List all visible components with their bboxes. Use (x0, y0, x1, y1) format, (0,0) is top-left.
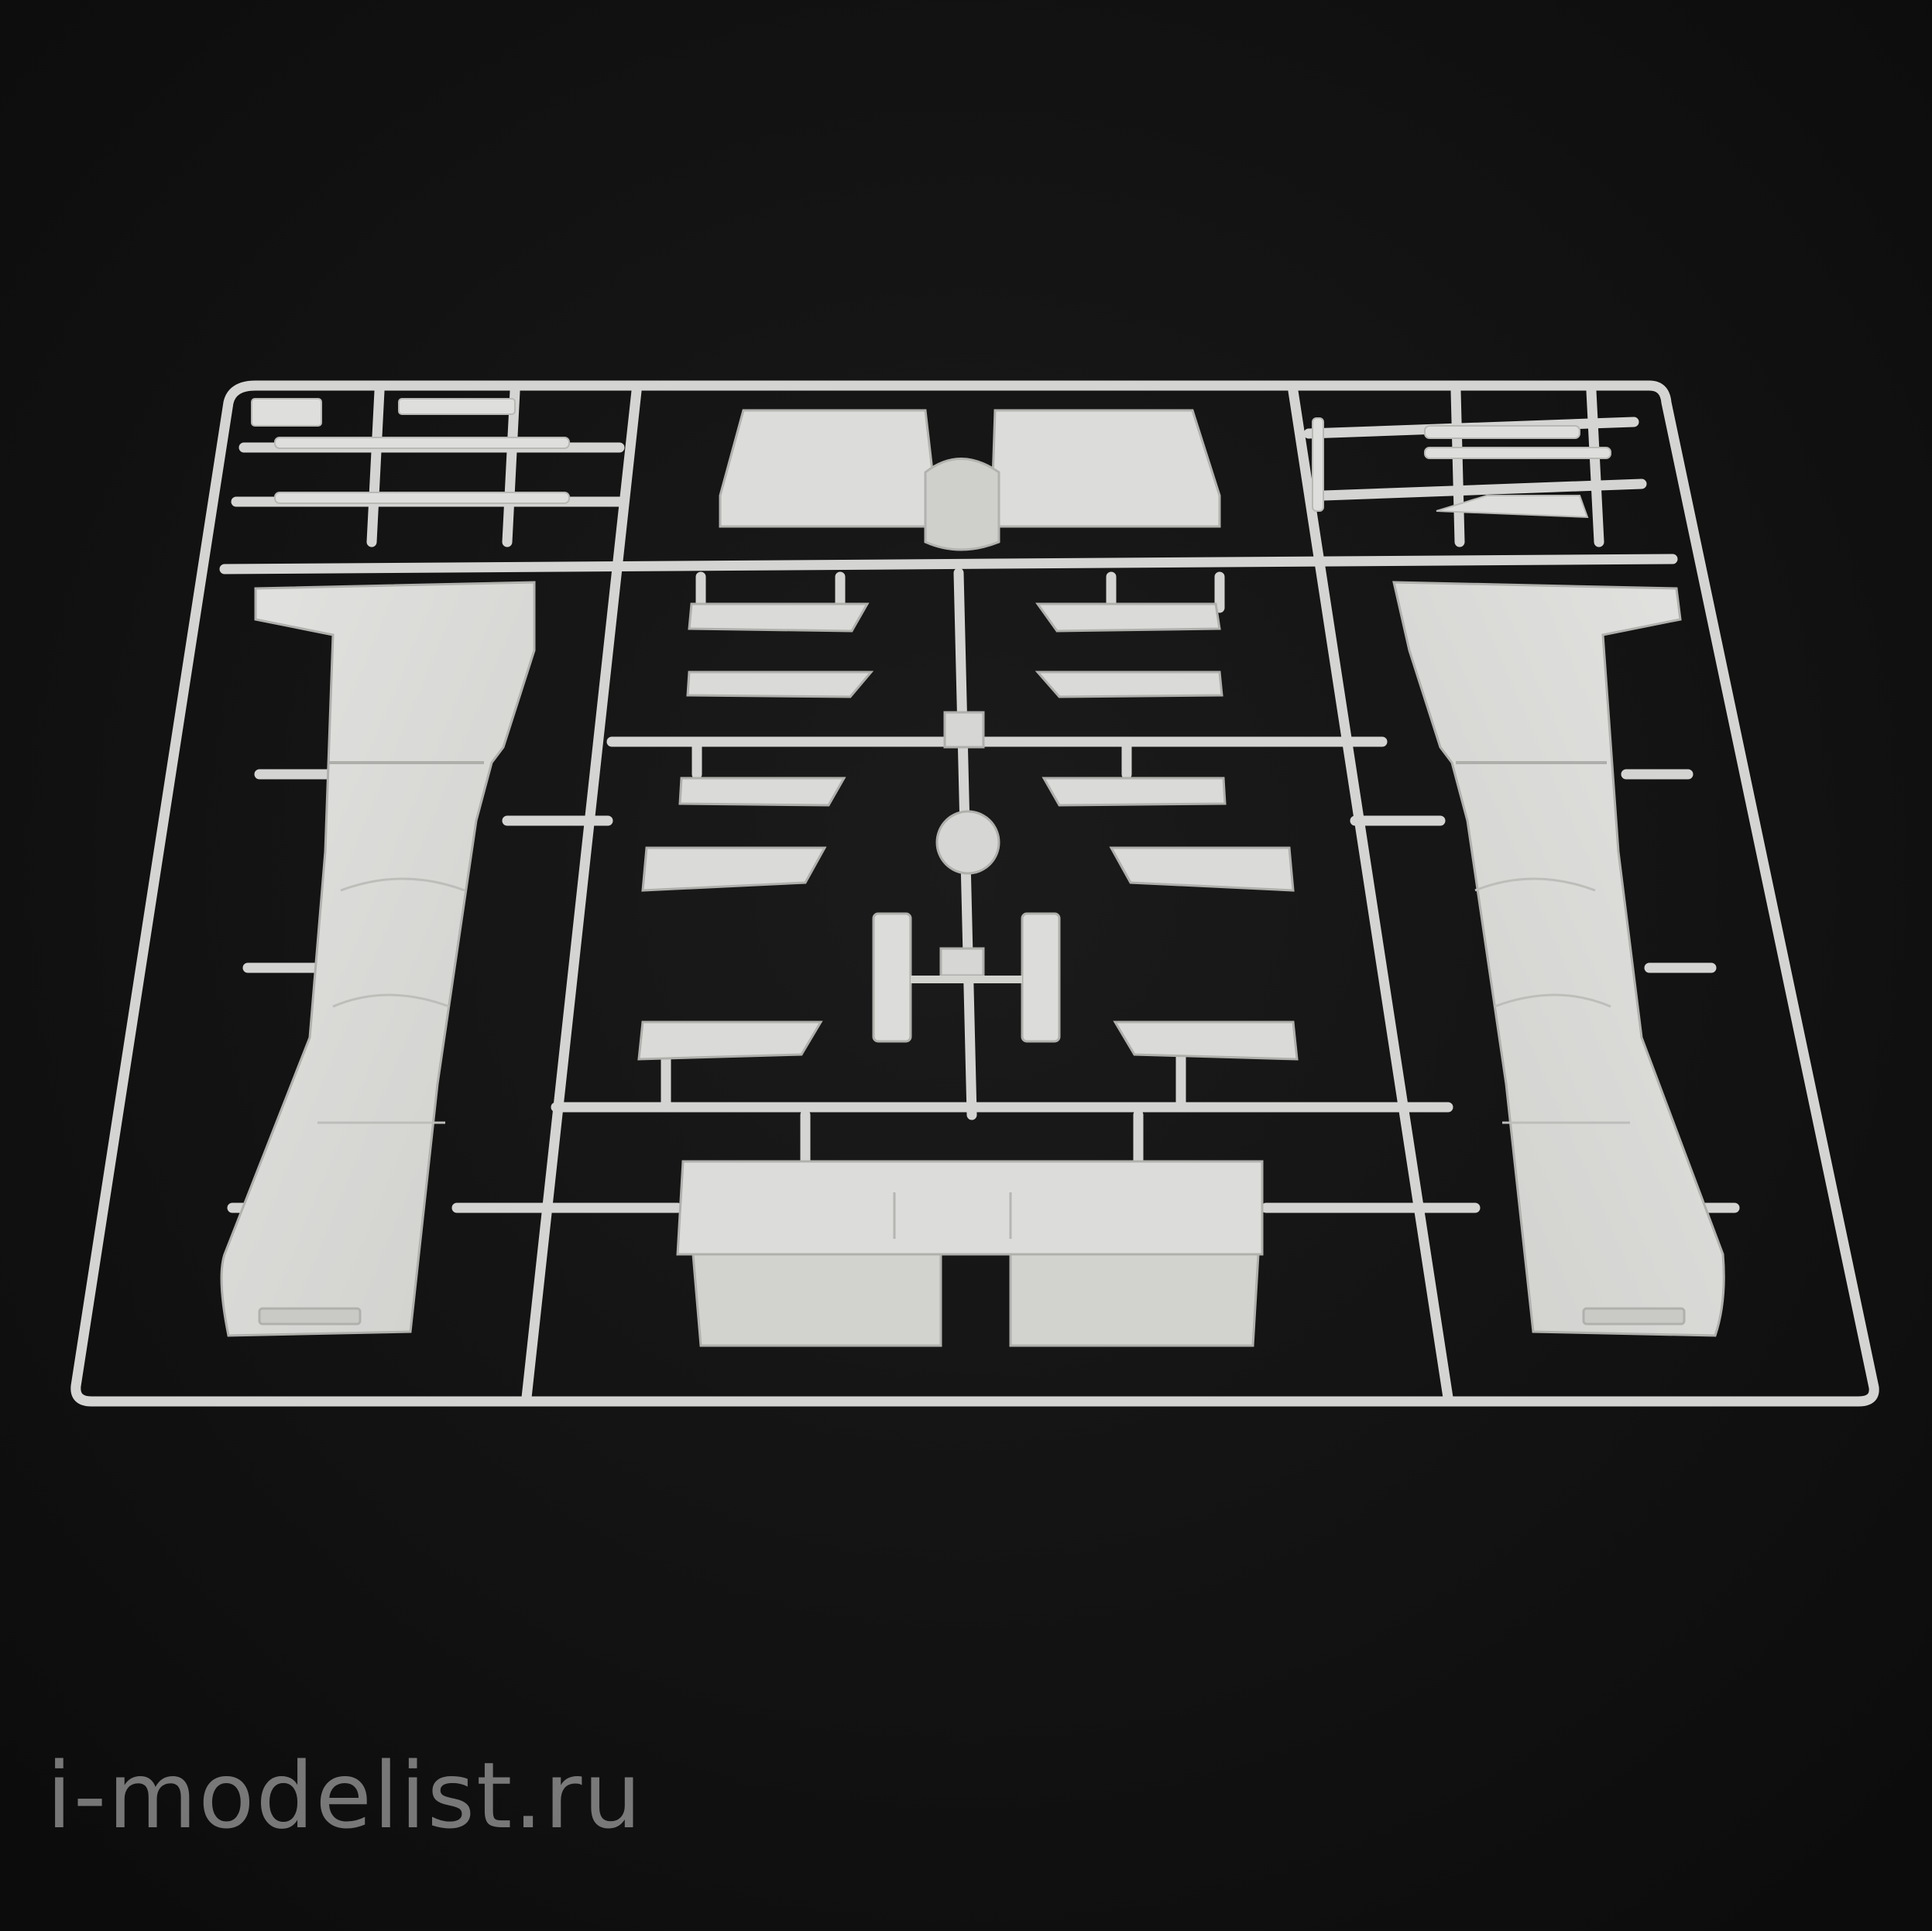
right-small-parts (1035, 602, 1299, 1061)
center-hub (935, 711, 1000, 977)
left-wing (220, 581, 536, 1337)
top-left-rods (251, 398, 570, 504)
left-small-parts (637, 602, 874, 1061)
bottom-center-part (676, 1160, 1264, 1347)
watermark: i-modelist.ru (46, 1742, 643, 1849)
top-center-part (719, 409, 1221, 551)
top-right-rods (1312, 417, 1611, 519)
center-vertical-parts (872, 912, 1061, 1043)
right-wing (1392, 581, 1725, 1337)
